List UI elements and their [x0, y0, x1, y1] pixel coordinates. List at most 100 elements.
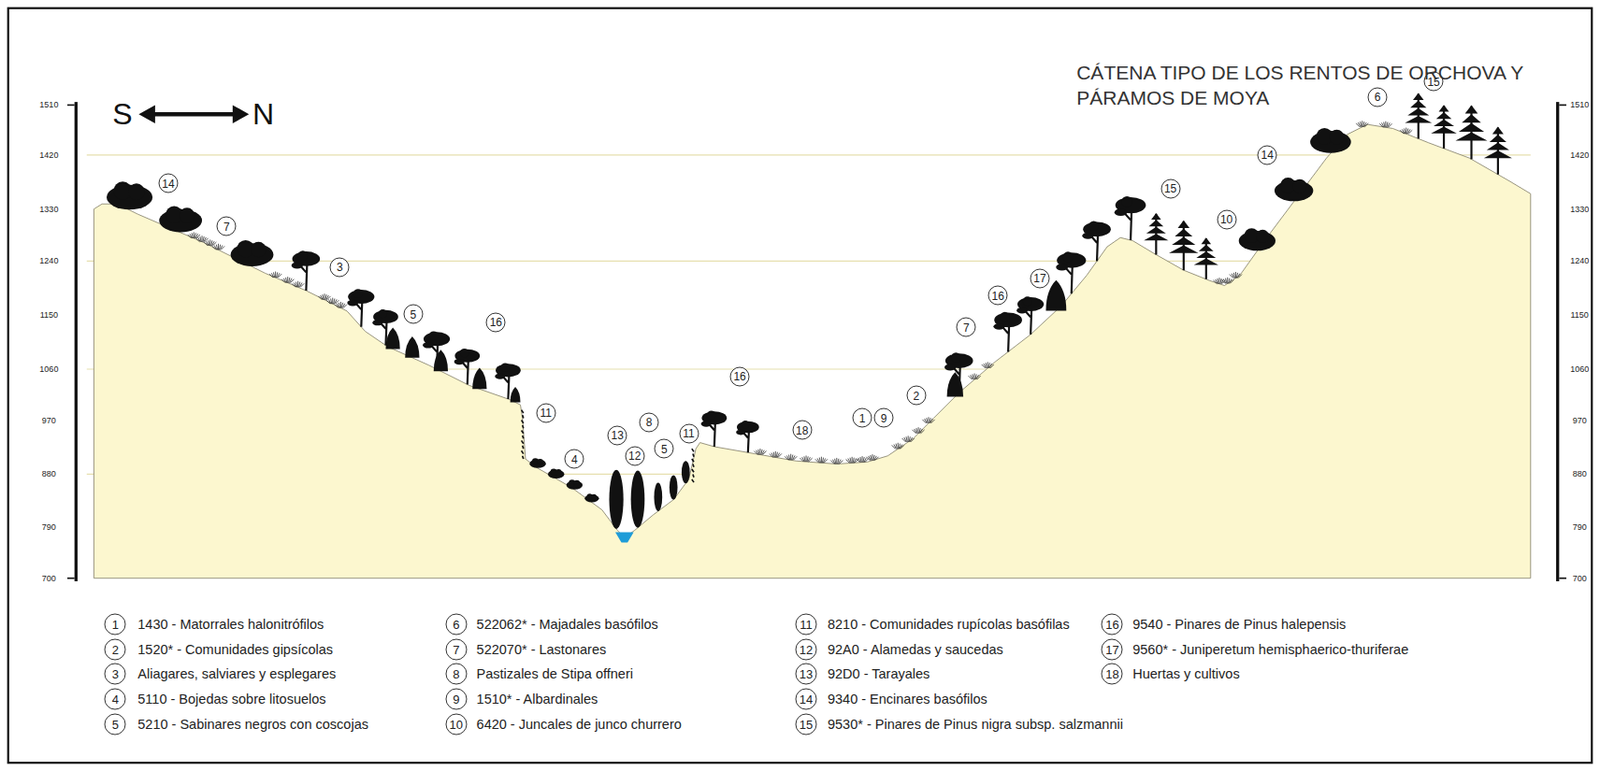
blade	[317, 296, 322, 301]
elevation-value: 1420	[39, 150, 58, 159]
blade	[320, 295, 324, 301]
oak-tree	[1310, 128, 1352, 154]
blade	[808, 458, 813, 462]
canopy	[128, 183, 145, 201]
callout-number: 14	[1257, 144, 1278, 165]
callout-number: 2	[906, 386, 926, 406]
blade	[1381, 122, 1384, 128]
blade	[327, 296, 332, 301]
canopy	[1121, 196, 1133, 208]
blade	[851, 457, 853, 464]
canopy	[298, 250, 308, 260]
pine-tree	[993, 312, 1023, 353]
grass-tuft	[922, 417, 935, 424]
canopy	[1329, 129, 1345, 145]
blade	[773, 452, 775, 459]
blade	[972, 374, 974, 380]
blade	[862, 456, 864, 463]
mark	[691, 459, 694, 462]
legend-number: 9	[445, 689, 467, 711]
blade	[892, 445, 896, 449]
blade	[1218, 277, 1220, 285]
elevation-value: 1240	[39, 257, 58, 266]
blade	[753, 451, 758, 456]
legend-text: 522062* - Majadales basófilos	[476, 618, 659, 633]
blade	[200, 236, 202, 243]
callout-number: 8	[639, 412, 660, 433]
callout-number: 10	[1216, 209, 1237, 230]
legend-number: 13	[795, 663, 818, 686]
legend-number: 14	[795, 689, 818, 711]
tier	[1407, 108, 1429, 116]
blade	[283, 278, 287, 284]
legend-text: 5110 - Bojedas sobre litosuelos	[137, 692, 326, 707]
blade	[220, 245, 225, 250]
tier	[1194, 259, 1219, 266]
elevation-value: 790	[42, 523, 57, 533]
callout-number: 11	[535, 403, 556, 423]
oak-tree	[547, 468, 564, 479]
callout-number: 9	[873, 408, 894, 429]
blade	[931, 419, 936, 424]
black-pine	[1404, 92, 1432, 139]
black-pine	[1143, 213, 1168, 256]
callout-number: 16	[988, 286, 1009, 306]
blade	[850, 458, 851, 464]
tier	[1143, 233, 1168, 241]
mark	[522, 425, 524, 429]
legend-text: 1510* - Albardinales	[476, 692, 599, 707]
elevation-value: 700	[1572, 574, 1587, 583]
blade	[334, 304, 339, 309]
legend-number: 5	[104, 713, 127, 736]
blade	[832, 460, 836, 465]
blade	[297, 281, 299, 289]
tier	[1168, 245, 1198, 253]
canopy	[529, 459, 546, 468]
legend-text: 9340 - Encinares basófilos	[827, 692, 988, 707]
blade	[1355, 123, 1360, 128]
grass-tuft	[830, 458, 843, 465]
grass-tuft	[981, 361, 995, 369]
legend-number: 11	[795, 613, 818, 635]
blade	[838, 461, 843, 465]
blade	[908, 435, 909, 443]
legend-text: 8210 - Comunidades rupícolas basófilas	[827, 618, 1070, 633]
blade	[865, 457, 870, 462]
blade	[295, 282, 297, 289]
juniper-shrub	[433, 349, 448, 372]
elevation-value: 880	[42, 470, 57, 479]
grass-tuft	[784, 454, 797, 462]
legend-text: 9540 - Pinares de Pinus halepensis	[1132, 618, 1346, 633]
grass-tuft	[326, 298, 339, 305]
canopy	[353, 288, 363, 299]
blade	[977, 375, 981, 380]
blade	[289, 279, 294, 284]
elevation-value: 700	[42, 574, 57, 583]
callout-number: 16	[486, 312, 506, 332]
canopy	[1292, 179, 1307, 194]
blade	[759, 448, 761, 456]
blade	[217, 244, 219, 251]
blade	[343, 304, 347, 309]
canopy	[944, 364, 956, 372]
blade	[287, 276, 289, 284]
blade	[1405, 128, 1407, 135]
blade	[1231, 273, 1235, 279]
grass-tuft	[1229, 272, 1242, 279]
canopy	[555, 469, 562, 476]
tick	[1558, 104, 1567, 107]
grass-tuft	[753, 448, 766, 456]
canopy	[250, 242, 266, 258]
arrow-head	[232, 104, 249, 124]
blade	[864, 459, 869, 463]
grass-tuft	[334, 302, 347, 309]
blade	[300, 283, 304, 288]
grass-tuft	[1221, 277, 1234, 285]
blade	[212, 245, 217, 250]
blade	[792, 456, 797, 461]
tier	[1171, 237, 1196, 246]
tick	[1558, 577, 1567, 580]
tier	[1492, 127, 1504, 135]
legend-text: 1520* - Comunidades gipsícolas	[137, 642, 333, 657]
tier	[1461, 114, 1481, 123]
